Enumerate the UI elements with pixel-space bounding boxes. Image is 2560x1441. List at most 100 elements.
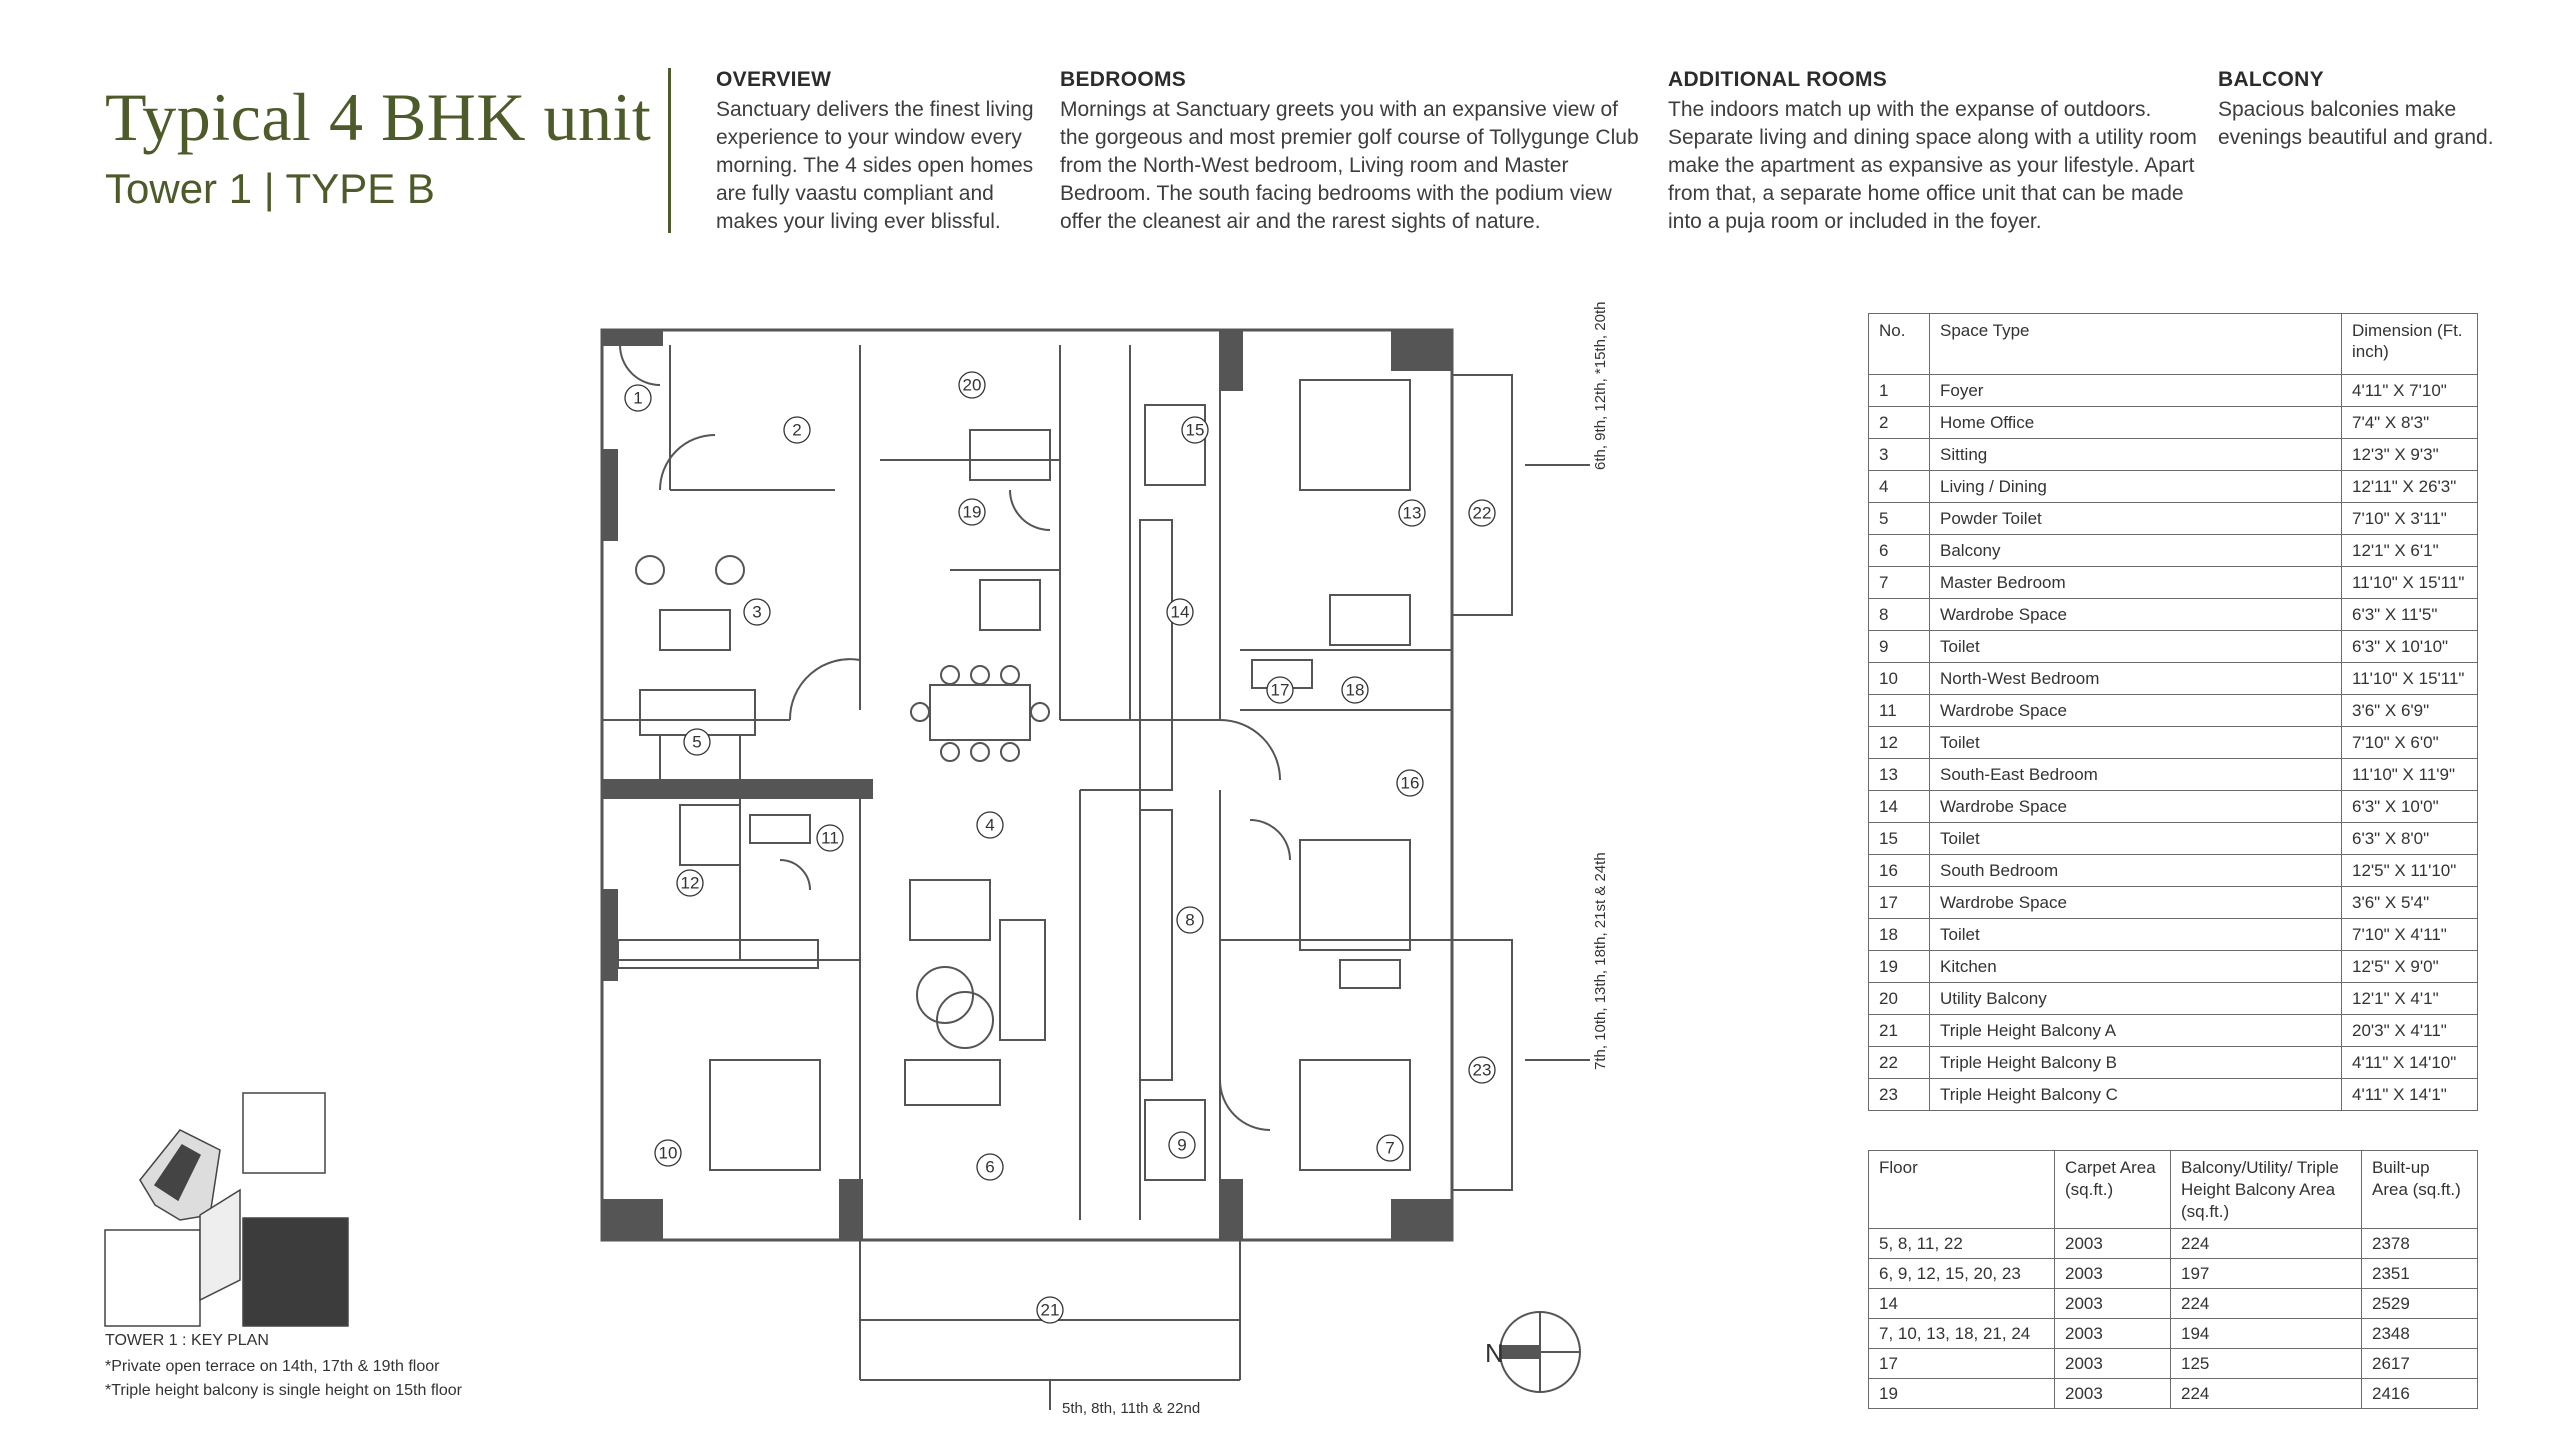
table-cell: 2416 [2361, 1378, 2478, 1409]
table-cell: 3'6" X 6'9" [2341, 694, 2478, 727]
room-number: 4 [985, 816, 994, 835]
table-cell: 2003 [2054, 1318, 2171, 1349]
section-heading: BEDROOMS [1060, 68, 1187, 91]
table-cell: 18 [1868, 918, 1930, 951]
table-cell: 12'3" X 9'3" [2341, 438, 2478, 471]
table-cell: Toilet [1929, 918, 2342, 951]
section-text: Sanctuary delivers the finest living exp… [716, 98, 1034, 233]
room-number: 23 [1473, 1061, 1492, 1080]
table-cell: 12'5" X 9'0" [2341, 950, 2478, 983]
room-number: 12 [681, 874, 700, 893]
room-number: 8 [1185, 911, 1194, 930]
column-header: Dimension (Ft. inch) [2341, 313, 2478, 375]
room-number: 7 [1385, 1139, 1394, 1158]
table-cell: 2003 [2054, 1228, 2171, 1259]
table-cell: 5 [1868, 502, 1930, 535]
table-cell: Wardrobe Space [1929, 790, 2342, 823]
table-cell: 12'1" X 4'1" [2341, 982, 2478, 1015]
section-heading: BALCONY [2218, 68, 2324, 91]
footnote: *Triple height balcony is single height … [105, 1382, 462, 1399]
table-cell: 8 [1868, 598, 1930, 631]
room-number: 1 [633, 389, 642, 408]
table-cell: 6'3" X 8'0" [2341, 822, 2478, 855]
table-cell: 11 [1868, 694, 1930, 727]
table-cell: 22 [1868, 1046, 1930, 1079]
table-cell: 17 [1868, 1348, 2055, 1379]
table-cell: 6'3" X 11'5" [2341, 598, 2478, 631]
table-cell: 11'10" X 11'9" [2341, 758, 2478, 791]
table-cell: 4'11" X 14'10" [2341, 1046, 2478, 1079]
table-cell: 12 [1868, 726, 1930, 759]
table-cell: Toilet [1929, 630, 2342, 663]
room-number: 22 [1473, 504, 1492, 523]
room-number: 18 [1346, 681, 1365, 700]
table-cell: Home Office [1929, 406, 2342, 439]
table-cell: 21 [1868, 1014, 1930, 1047]
room-number: 9 [1177, 1136, 1186, 1155]
section-overview: OVERVIEW Sanctuary delivers the finest l… [716, 66, 1036, 236]
page-subtitle: Tower 1 | TYPE B [105, 165, 435, 212]
table-cell: 224 [2170, 1288, 2362, 1319]
table-header-row: No. Space Type Dimension (Ft. inch) [1868, 313, 2478, 375]
table-cell: 7, 10, 13, 18, 21, 24 [1868, 1318, 2055, 1349]
section-text: The indoors match up with the expanse of… [1668, 98, 2197, 233]
table-cell: 2529 [2361, 1288, 2478, 1319]
column-header: Balcony/Utility/ Triple Height Balcony A… [2170, 1150, 2362, 1229]
table-cell: 194 [2170, 1318, 2362, 1349]
header-divider [668, 68, 671, 233]
section-text: Mornings at Sanctuary greets you with an… [1060, 98, 1639, 233]
table-cell: Toilet [1929, 822, 2342, 855]
table-cell: 23 [1868, 1078, 1930, 1111]
table-cell: 20'3" X 4'11" [2341, 1014, 2478, 1047]
table-cell: 10 [1868, 662, 1930, 695]
table-cell: 2378 [2361, 1228, 2478, 1259]
table-cell: 3 [1868, 438, 1930, 471]
room-number: 15 [1186, 421, 1205, 440]
table-cell: 2 [1868, 406, 1930, 439]
room-number: 6 [985, 1158, 994, 1177]
key-plan-label: TOWER 1 : KEY PLAN [105, 1332, 269, 1349]
room-number: 14 [1171, 603, 1190, 622]
table-cell: 2617 [2361, 1348, 2478, 1379]
table-cell: Toilet [1929, 726, 2342, 759]
table-cell: North-West Bedroom [1929, 662, 2342, 695]
column-header: Carpet Area (sq.ft.) [2054, 1150, 2171, 1229]
table-cell: 4'11" X 7'10" [2341, 374, 2478, 407]
section-heading: ADDITIONAL ROOMS [1668, 68, 1888, 91]
table-cell: 19 [1868, 1378, 2055, 1409]
table-cell: Balcony [1929, 534, 2342, 567]
room-number: 13 [1403, 504, 1422, 523]
room-number: 5 [692, 733, 701, 752]
table-cell: Master Bedroom [1929, 566, 2342, 599]
section-heading: OVERVIEW [716, 68, 832, 91]
table-cell: 14 [1868, 1288, 2055, 1319]
key-plan-diagram [104, 1092, 349, 1327]
table-cell: 20 [1868, 982, 1930, 1015]
table-cell: 12'5" X 11'10" [2341, 854, 2478, 887]
room-number: 3 [752, 603, 761, 622]
room-number: 16 [1401, 774, 1420, 793]
table-cell: 15 [1868, 822, 1930, 855]
